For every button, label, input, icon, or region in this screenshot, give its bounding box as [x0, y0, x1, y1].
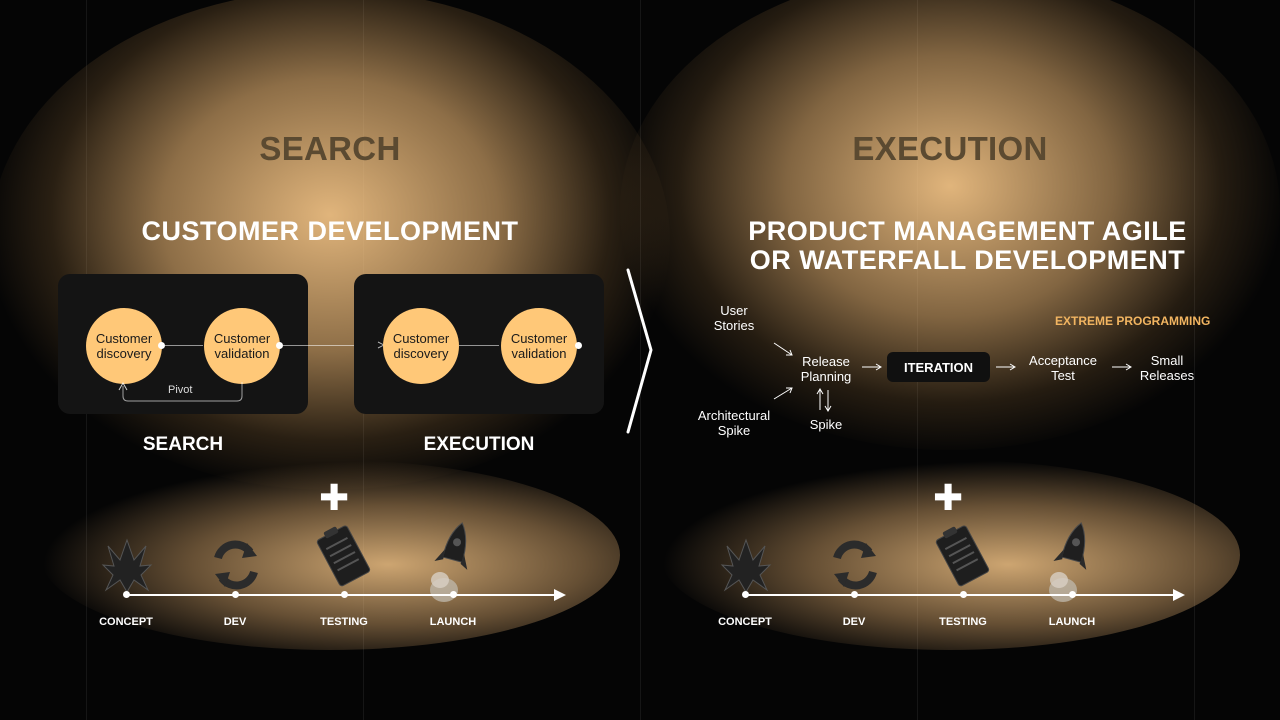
timeline-dot: [450, 591, 457, 598]
right-phase-title: EXECUTION: [852, 130, 1048, 167]
chevron-right-icon: [626, 268, 653, 434]
execution-label: EXECUTION: [423, 434, 535, 455]
testing-clipboard-icon: [935, 525, 990, 587]
connector-dot: [158, 342, 165, 349]
timeline-label-concept: CONCEPT: [99, 616, 153, 628]
timeline-label-launch: LAUNCH: [1048, 616, 1096, 628]
plus-icon: ✚: [319, 477, 350, 518]
timeline-dot: [742, 591, 749, 598]
left-phase-title: SEARCH: [259, 130, 401, 167]
customer-discovery-circle: Customer discovery: [383, 308, 459, 384]
iteration-block: ITERATION: [887, 352, 990, 382]
connector-dot: [575, 342, 582, 349]
dev-refresh-icon: [833, 540, 877, 590]
timeline-arrowhead: [554, 589, 566, 601]
connector-dot: [276, 342, 283, 349]
timeline-label-testing: TESTING: [939, 616, 987, 628]
timeline-dot: [341, 591, 348, 598]
timeline-dot: [123, 591, 130, 598]
right-heading-line2: OR WATERFALL DEVELOPMENT: [749, 245, 1186, 275]
timeline-label-dev: DEV: [223, 616, 247, 628]
pivot-label: Pivot: [168, 384, 193, 396]
timeline-arrowhead: [1173, 589, 1185, 601]
left-heading: CUSTOMER DEVELOPMENT: [141, 216, 519, 246]
search-label: SEARCH: [142, 434, 224, 455]
customer-discovery-circle: Customer discovery: [86, 308, 162, 384]
flow-release-planning: Release Planning: [800, 354, 852, 384]
timeline-label-concept: CONCEPT: [718, 616, 772, 628]
timeline-label-testing: TESTING: [320, 616, 368, 628]
testing-clipboard-icon: [316, 525, 371, 587]
customer-validation-circle: Customer validation: [501, 308, 577, 384]
timeline-dot: [1069, 591, 1076, 598]
xp-flow-arrows: [773, 342, 1132, 412]
flow-small-releases: Small Releases: [1139, 353, 1195, 383]
extreme-programming-label: EXTREME PROGRAMMING: [1055, 314, 1211, 328]
timeline-label-launch: LAUNCH: [429, 616, 477, 628]
flow-user-stories: User Stories: [713, 303, 755, 333]
customer-validation-circle: Customer validation: [204, 308, 280, 384]
dev-refresh-icon: [214, 540, 258, 590]
right-heading-line1: PRODUCT MANAGEMENT AGILE: [748, 216, 1187, 246]
pivot-loop-arrow: [118, 381, 243, 402]
flow-architectural-spike: Architectural Spike: [697, 408, 771, 438]
timeline-dot: [851, 591, 858, 598]
connector-line: [459, 345, 499, 346]
connector-line: [165, 345, 203, 346]
timeline-dot: [960, 591, 967, 598]
flow-acceptance-test: Acceptance Test: [1029, 353, 1097, 383]
timeline-label-dev: DEV: [842, 616, 866, 628]
flow-spike: Spike: [809, 417, 843, 432]
plus-icon: ✚: [933, 477, 964, 518]
timeline-dot: [232, 591, 239, 598]
guide-line: [640, 0, 641, 720]
connector-line: [283, 345, 381, 346]
